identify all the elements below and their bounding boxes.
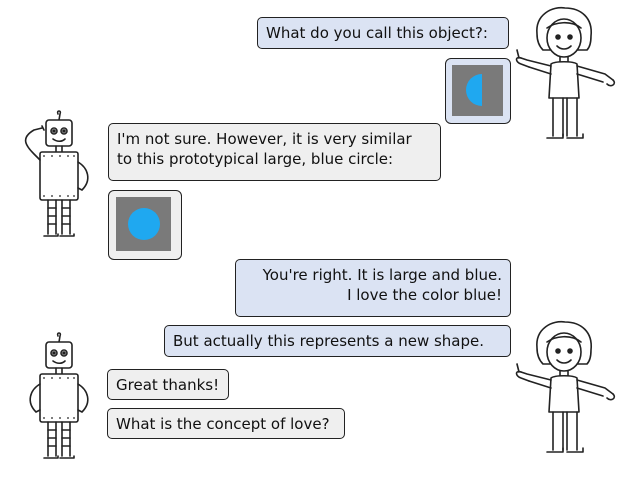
robot-message-similar: I'm not sure. However, it is very simila…	[108, 123, 441, 181]
human-figure-top	[505, 4, 625, 146]
robot-icon	[29, 332, 89, 459]
robot-figure-top	[12, 108, 102, 250]
girl-icon	[515, 320, 616, 453]
robot-message-thanks: Great thanks!	[107, 369, 229, 400]
human-figure-bottom	[505, 318, 625, 460]
girl-icon	[515, 6, 616, 139]
half-circle-shape	[466, 74, 482, 106]
human-message-new-shape: But actually this represents a new shape…	[164, 325, 511, 357]
prototype-shape-image	[108, 190, 182, 260]
circle-shape	[128, 208, 160, 240]
robot-message-love: What is the concept of love?	[107, 408, 345, 439]
robot-figure-bottom	[12, 330, 102, 472]
robot-icon	[24, 110, 89, 237]
human-message-right: You're right. It is large and blue. I lo…	[235, 259, 511, 317]
query-shape-image	[445, 58, 511, 124]
human-message-query: What do you call this object?:	[257, 17, 509, 49]
